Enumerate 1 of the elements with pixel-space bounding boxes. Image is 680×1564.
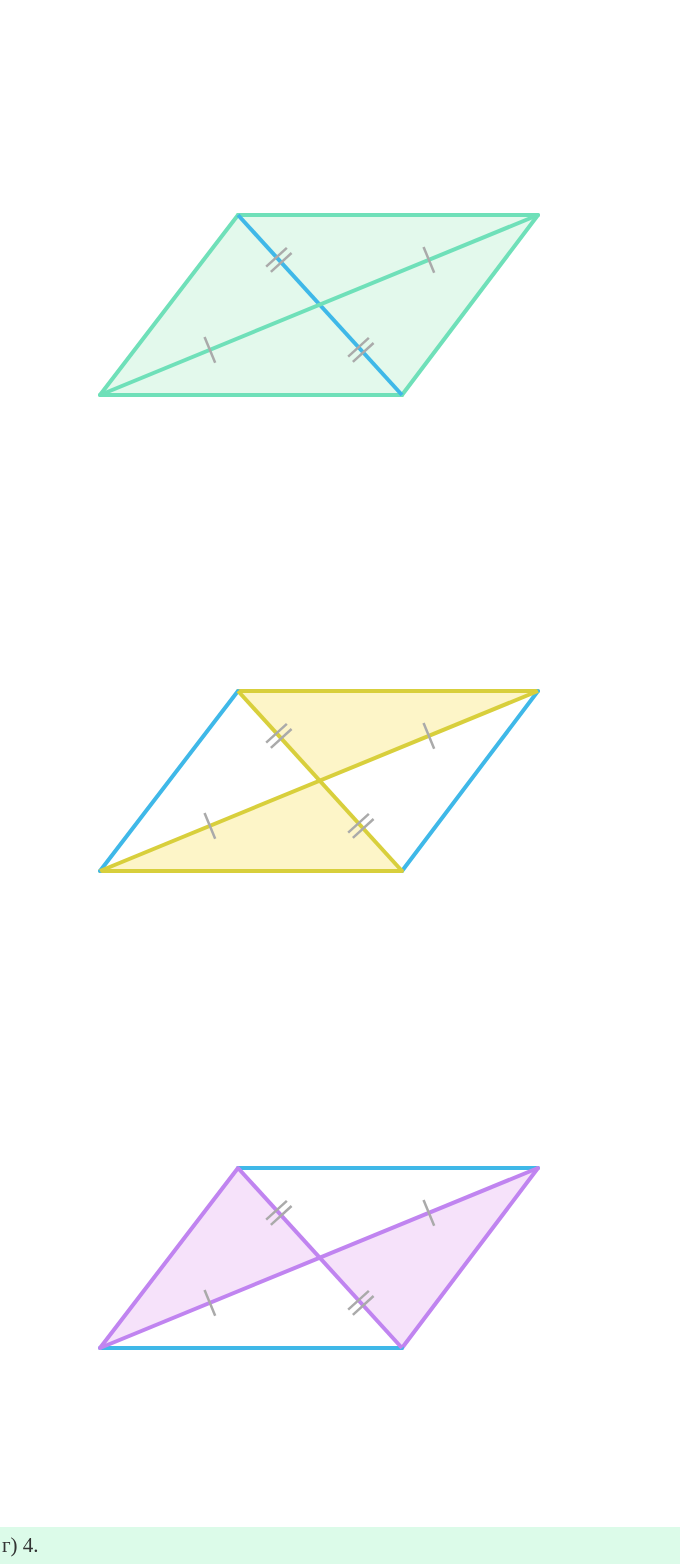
answer-text: г) 4. [2, 1533, 39, 1558]
